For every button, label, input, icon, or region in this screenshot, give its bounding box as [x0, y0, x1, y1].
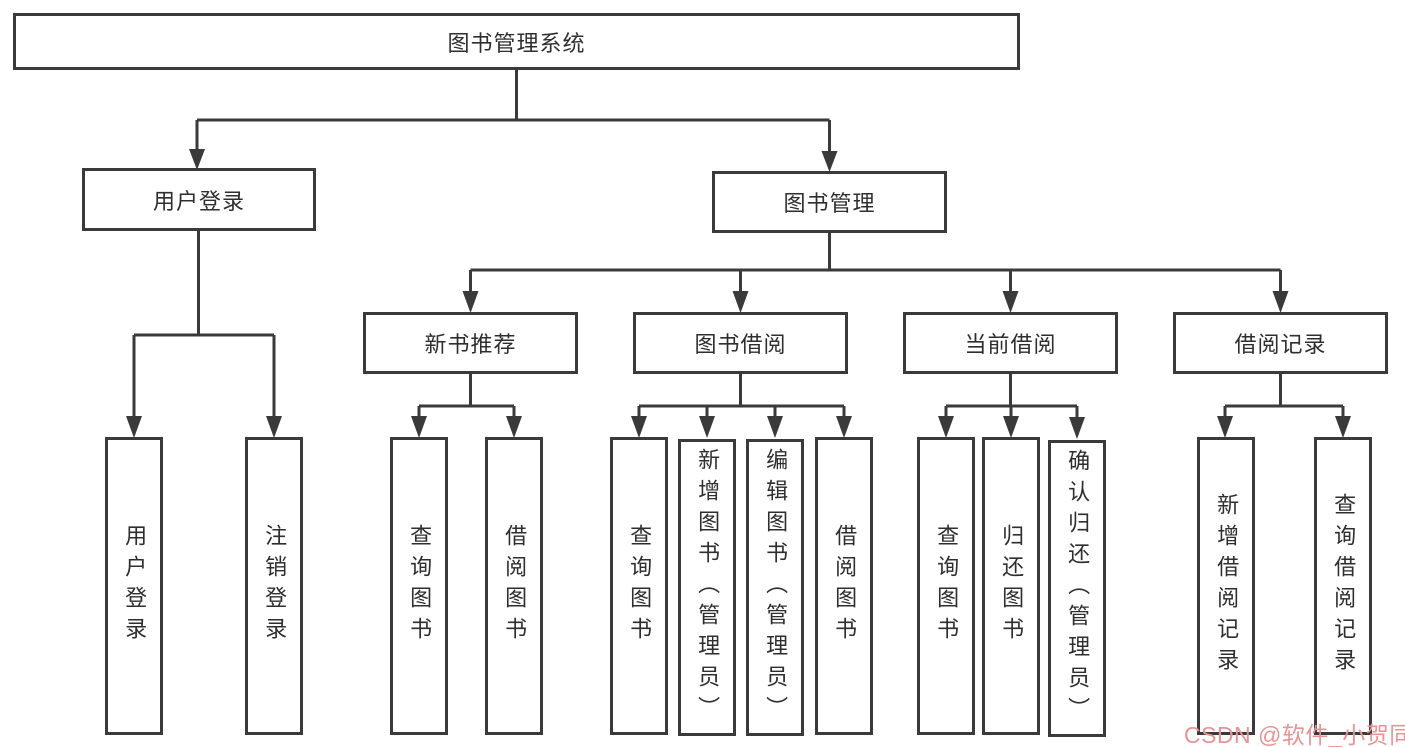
leaf-user-login: 用户登录 — [105, 437, 163, 735]
leaf-add-books-admin-label: 新增图书（管理员） — [695, 448, 721, 727]
leaf-add-books-admin: 新增图书（管理员） — [678, 439, 736, 736]
leaf-query-books-recommend-label: 查询图书 — [407, 524, 433, 648]
leaf-borrow-books-label: 借阅图书 — [832, 524, 858, 648]
leaf-query-books-borrow-label: 查询图书 — [627, 524, 653, 648]
leaf-query-borrow-record-label: 查询借阅记录 — [1331, 493, 1357, 679]
node-library-system-label: 图书管理系统 — [447, 30, 586, 56]
node-user-login: 用户登录 — [82, 168, 316, 231]
leaf-logout-login: 注销登录 — [245, 437, 303, 735]
leaf-query-books-current: 查询图书 — [917, 437, 975, 735]
leaf-borrow-books-recommend: 借阅图书 — [485, 437, 543, 735]
node-book-management-label: 图书管理 — [783, 191, 876, 216]
leaf-query-books-borrow: 查询图书 — [610, 437, 668, 735]
node-current-borrow-label: 当前借阅 — [964, 332, 1057, 357]
leaf-confirm-return-admin-label: 确认归还（管理员） — [1065, 449, 1091, 728]
leaf-user-login-label: 用户登录 — [122, 524, 148, 648]
leaf-return-books: 归还图书 — [982, 437, 1040, 735]
leaf-edit-books-admin: 编辑图书（管理员） — [746, 439, 804, 736]
leaf-query-books-recommend: 查询图书 — [390, 437, 448, 735]
leaf-confirm-return-admin: 确认归还（管理员） — [1048, 440, 1106, 737]
node-borrow-records-label: 借阅记录 — [1234, 332, 1327, 357]
leaf-return-books-label: 归还图书 — [999, 524, 1025, 648]
leaf-borrow-books-recommend-label: 借阅图书 — [502, 524, 528, 648]
node-book-management: 图书管理 — [712, 171, 947, 233]
node-book-borrow: 图书借阅 — [633, 312, 848, 374]
node-user-login-label: 用户登录 — [152, 188, 245, 214]
node-book-borrow-label: 图书借阅 — [694, 332, 787, 357]
leaf-add-borrow-record: 新增借阅记录 — [1197, 437, 1255, 735]
leaf-query-books-current-label: 查询图书 — [934, 524, 960, 648]
leaf-edit-books-admin-label: 编辑图书（管理员） — [763, 448, 789, 727]
node-borrow-records: 借阅记录 — [1173, 312, 1388, 374]
node-current-borrow: 当前借阅 — [903, 312, 1118, 374]
node-new-book-recommend: 新书推荐 — [363, 312, 578, 374]
leaf-query-borrow-record: 查询借阅记录 — [1314, 437, 1372, 735]
csdn-watermark: CSDN @软件_小贺同学 — [1184, 722, 1405, 747]
leaf-logout-login-label: 注销登录 — [262, 524, 288, 648]
leaf-add-borrow-record-label: 新增借阅记录 — [1214, 493, 1240, 679]
node-new-book-recommend-label: 新书推荐 — [424, 332, 517, 357]
leaf-borrow-books: 借阅图书 — [815, 437, 873, 735]
node-library-system: 图书管理系统 — [13, 13, 1020, 70]
